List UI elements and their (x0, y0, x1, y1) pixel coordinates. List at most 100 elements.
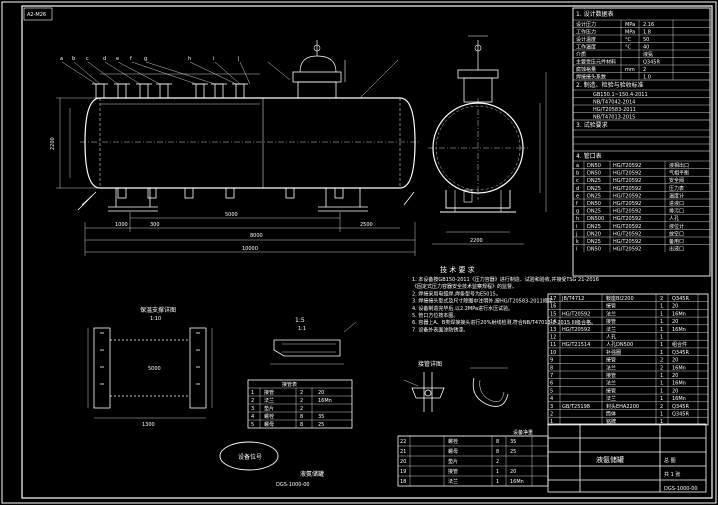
nozzle-detail-b (470, 367, 509, 407)
nozzle-row-size: DN25 (587, 224, 601, 230)
nozzle-row-mark: f (576, 201, 578, 207)
nozzle-row-std: HG/T20592 (613, 209, 641, 215)
part-detail-scale: 1:1 (298, 326, 306, 332)
bom-row-mat: 16Mn (672, 365, 686, 371)
bom-row-no: 12 (550, 335, 556, 341)
tech-note-line: 7. 设备外表面涂防锈漆。 (412, 326, 468, 333)
bom-row-qty: 1 (660, 350, 663, 356)
title-block-drawing-no: DGS-1000-00 (664, 486, 698, 492)
bom-row-no: 14 (550, 319, 556, 325)
nozzle-letter: f (130, 56, 132, 62)
design-table-title: 1. 设计数据表 (576, 10, 614, 18)
part-row-mat: 16Mn (318, 398, 332, 404)
nozzle-row-use: 出液口 (669, 246, 684, 253)
tech-note-line: 5. 管口方位按本图。 (412, 312, 458, 319)
nozzle-row-mark: e (576, 193, 579, 199)
bom-row-mat: 16Mn (672, 311, 686, 317)
nozzle-row-size: DN25 (587, 239, 601, 245)
bom-row-name: 鞍座BI2200 (606, 295, 634, 302)
bottom-bom-mat: 35 (510, 439, 516, 445)
bottom-bom-name: 螺母 (448, 448, 458, 455)
nozzle-row-size: DN25 (587, 209, 601, 215)
nozzle-row-std: HG/T20592 (613, 163, 641, 169)
bom-row-no: 8 (550, 365, 553, 371)
bom-row-name: 接管 (606, 387, 616, 394)
dim-lining-width: 1300 (142, 422, 155, 428)
bottom-bom-no: 18 (400, 479, 406, 485)
nozzle-letter: i (213, 56, 214, 62)
bom-row-no: 1 (550, 419, 553, 425)
design-param-value: 40 (643, 45, 649, 51)
bom-row-no: 2 (550, 412, 553, 418)
title-block-sheet: 共 1 张 (664, 471, 680, 478)
part-row-name: 螺母 (264, 421, 274, 428)
bom-row-qty: 2 (660, 404, 663, 410)
part-detail (270, 321, 357, 365)
part-row-mat: 20 (318, 390, 324, 396)
nozzle-row-mark: c (576, 178, 579, 184)
bottom-bom-name: 接管 (448, 468, 458, 475)
title-block (547, 423, 707, 493)
bom-row-mat: 16Mn (672, 327, 686, 333)
bom-row-mat: 20 (672, 388, 678, 394)
nozzle-row-std: HG/T20592 (613, 224, 641, 230)
nozzle-row-use: 液相出口 (669, 162, 689, 169)
tech-notes: 1. 本设备按GB150-2011《压力容器》进行制造、试验和验收,并接受TSG… (412, 276, 599, 333)
bom-row-qty: 1 (660, 381, 663, 387)
bottom-bom-qty: 1 (496, 479, 499, 485)
tech-note-line: 《固定式压力容器安全技术监察规程》的监督。 (412, 283, 517, 290)
bom-row-name: 铭牌 (606, 418, 616, 425)
design-param-unit: MPa (625, 30, 635, 36)
bom-row-qty: 1 (660, 412, 663, 418)
nozzle-letter: d (103, 56, 106, 62)
bom-row-no: 13 (550, 327, 556, 333)
bom-row-no: 6 (550, 381, 553, 387)
part-table-title: 接管表 (282, 381, 297, 388)
oval-stamp (219, 441, 279, 471)
nozzle-row-size: DN50 (587, 201, 601, 207)
bottom-bom-qty: 8 (496, 449, 499, 455)
nozzle-row-std: HG/T20592 (613, 239, 641, 245)
part-row-qty: 2 (300, 390, 303, 396)
dim-end-offset: 1000 (115, 222, 128, 228)
nozzle-row-size: DN25 (587, 186, 601, 192)
nozzle-row-use: 人孔 (669, 215, 679, 222)
bom-row-qty: 2 (660, 365, 663, 371)
spec-line: NB/T47042-2014 (593, 100, 635, 106)
nozzle-row-mark: a (576, 163, 579, 169)
design-param-value: Q345R (643, 60, 660, 66)
bom-row-qty: 1 (660, 311, 663, 317)
bottom-bom-qty: 1 (496, 469, 499, 475)
design-param-name: 工作压力 (576, 29, 596, 36)
nozzle-row-std: HG/T20592 (613, 193, 641, 199)
bom-row-no: 5 (550, 388, 553, 394)
bom-row-qty: 1 (660, 335, 663, 341)
bom-row-mat: Q345R (672, 404, 689, 410)
bom-row-no: 7 (550, 373, 553, 379)
dim-saddle-span: 5000 (225, 212, 238, 218)
nozzle-row-use: 气相平衡 (669, 170, 689, 177)
bom-row-name: 接管 (606, 357, 616, 364)
design-param-value: 2.16 (643, 22, 654, 28)
nozzle-letter: j (237, 56, 239, 62)
dim-lining-detail: 5000 (148, 366, 161, 372)
bom-row-no: 4 (550, 396, 553, 402)
bom-row-name: 法兰 (606, 395, 616, 402)
bom-row-mat: 组合件 (672, 341, 687, 348)
part-row-no: 2 (251, 398, 254, 404)
bom-row-std: HG/T20592 (562, 311, 590, 317)
bottom-bom-mat: 25 (510, 449, 516, 455)
bom-row-name: 补强圈 (606, 349, 621, 356)
part-row-qty: 2 (300, 398, 303, 404)
bottom-bom-name: 垫片 (448, 458, 458, 465)
test-title: 3. 试验要求 (576, 121, 608, 129)
bottom-bom-mat: 16Mn (510, 479, 524, 485)
spec-line: HG/T20583-2011 (593, 107, 636, 113)
bom-row-name: 封头EHA2200 (606, 403, 639, 410)
bom-row-mat: 16Mn (672, 381, 686, 387)
tech-note-line: 2. 焊接采用电弧焊,焊条型号为E5015。 (412, 290, 501, 297)
design-param-unit: mm (625, 67, 635, 73)
bom-row-qty: 1 (660, 388, 663, 394)
bom-row-qty: 2 (660, 296, 663, 302)
